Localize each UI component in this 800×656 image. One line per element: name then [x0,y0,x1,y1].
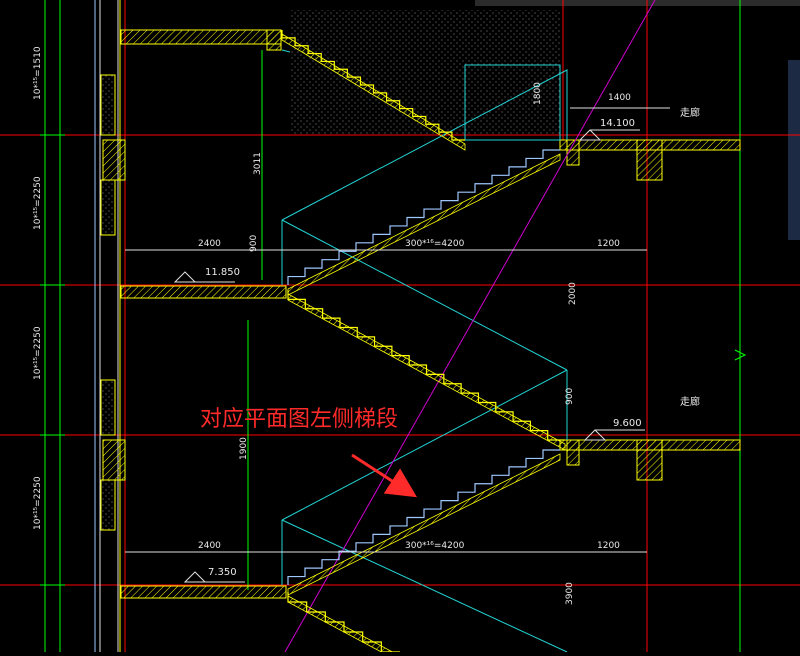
dim-run-lower-left: 2400 [198,541,221,551]
flight-upper-up-soffit [287,153,561,296]
flight-upper-up [287,149,560,285]
flight-upper-down-soffit [281,33,466,151]
dim-run-upper-right: 1200 [597,239,620,249]
viewport-top-strip [475,0,800,6]
elev-landing-lower: 7.350 [208,567,237,578]
dim-left-mid2: 10*¹⁵=2250 [33,326,43,380]
elev-landing-upper: 11.850 [205,267,240,278]
elev-middle-right: 9.600 [613,418,642,429]
dim-height-a: 3011 [253,152,263,175]
dim-height-g: 3900 [565,582,575,605]
dim-left-mid: 10*¹⁵=2250 [33,176,43,230]
dim-height-c: 2000 [568,282,578,305]
railing-upper [464,64,561,141]
dim-run-upper-mid: 300*¹⁶=4200 [405,239,465,249]
run-dimension-lines [125,107,670,553]
flight-lower-down [287,592,400,653]
dim-run-upper-left: 2400 [198,239,221,249]
flight-lower-down-soffit [287,595,401,656]
dim-height-b: 900 [249,235,259,252]
viewport-side-strip [788,60,800,240]
flight-lower-up-soffit [287,453,561,596]
corridor-label-upper: 走廊 [680,106,700,119]
annotation-text: 对应平面图左侧梯段 [200,407,398,432]
dim-left-lower: 10*¹⁵=2250 [33,476,43,530]
elevation-markers [173,129,645,583]
elev-upper-right: 14.100 [600,118,635,129]
dim-height-e: 900 [565,388,575,405]
stair-flights [281,30,566,656]
left-dimension-lines [40,0,741,652]
dim-height-d: 1900 [239,437,249,460]
floor-slabs [120,29,741,599]
dim-left-upper: 10*¹⁵=1510 [33,46,43,100]
dim-top-right: 1400 [608,93,631,103]
stair-outline [281,49,568,653]
corridor-label-lower: 走廊 [680,395,700,408]
flight-mid-down-soffit [287,293,566,451]
annotation-arrow [351,453,418,498]
break-symbol [734,349,747,361]
upper-fill-area [290,10,560,135]
dim-run-lower-right: 1200 [597,541,620,551]
left-wall [94,0,126,652]
dim-run-lower-mid: 300*¹⁶=4200 [405,541,465,551]
flight-lower-up [287,449,560,585]
dim-height-top: 1800 [533,82,543,105]
section-cut-line [284,0,656,653]
